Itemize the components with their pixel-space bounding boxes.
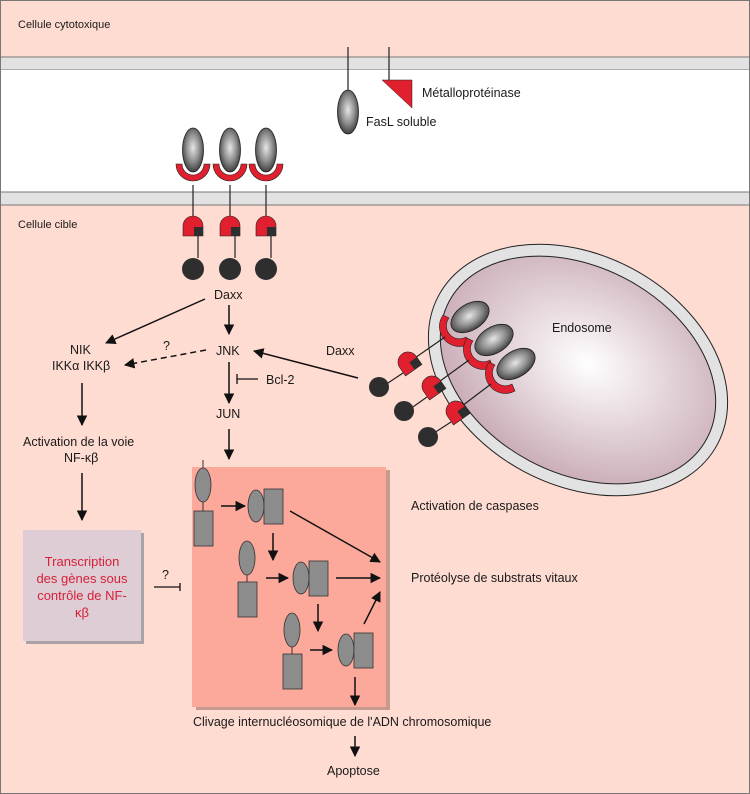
fadd-icon — [369, 377, 389, 397]
question-mark-jnk-ikk: ? — [163, 339, 170, 353]
dna-cleavage-label: Clivage internucléosomique de l'ADN chro… — [193, 715, 491, 729]
bcl2-label: Bcl-2 — [266, 373, 295, 387]
fasl-soluble-label: FasL soluble — [366, 115, 436, 129]
death-domain-icon — [445, 400, 471, 426]
jun-label: JUN — [216, 407, 240, 421]
fadd-icon — [394, 401, 414, 421]
fadd-icon — [219, 258, 241, 280]
receptor-binding-domain-icon — [485, 361, 516, 394]
endosomal-receptor — [369, 300, 490, 397]
synaptic-space — [0, 70, 750, 192]
endosome-label: Endosome — [552, 321, 612, 335]
fadd-icon — [182, 258, 204, 280]
cytotoxic-membrane — [0, 56, 750, 71]
jnk-label: JNK — [216, 344, 240, 358]
endosome — [427, 243, 729, 497]
transcription-text-3: contrôle de NF- — [37, 588, 127, 603]
apoptosis-label: Apoptose — [327, 764, 380, 778]
active-caspase-1 — [247, 488, 284, 525]
metalloproteinase-label: Métalloprotéinase — [422, 86, 521, 100]
fas-receptor — [212, 127, 248, 280]
fas-receptor — [248, 127, 284, 280]
arrow-endosome-to-jnk — [252, 348, 359, 379]
procaspase-1 — [193, 460, 214, 547]
nik-label: NIK — [70, 343, 92, 357]
death-domain-icon — [255, 215, 277, 237]
transcription-text-4: κβ — [75, 605, 89, 620]
death-domain-icon — [421, 375, 447, 401]
death-domain-icon — [182, 215, 204, 237]
death-domain-icon — [219, 215, 241, 237]
fasl-ligand-icon — [450, 300, 490, 334]
region-label-cytotoxic-cell: Cellule cytotoxique — [18, 19, 110, 31]
fas-receptor — [175, 127, 211, 280]
fadd-icon — [255, 258, 277, 280]
endosomal-receptor — [418, 347, 536, 447]
fasl-ligand-icon — [474, 323, 514, 357]
arrow-daxx-to-nik — [105, 298, 206, 344]
fadd-icon — [418, 427, 438, 447]
endosomal-receptor — [394, 323, 514, 421]
procaspase-3 — [282, 612, 303, 690]
fas-receptor-trimer — [175, 127, 284, 280]
endosomal-receptors — [369, 300, 536, 447]
active-caspase-3 — [337, 632, 374, 669]
fasl-ligand-icon — [182, 127, 204, 173]
transcription-box — [23, 530, 141, 641]
procaspase-2 — [237, 540, 258, 618]
region-label-target-cell: Cellule cible — [18, 219, 77, 231]
daxx-endosome-label: Daxx — [326, 344, 355, 358]
dashed-arrow-jnk-to-ikk — [123, 349, 207, 369]
nfkb-activation-label-2: NF-κβ — [64, 451, 98, 465]
nfkb-activation-label-1: Activation de la voie — [23, 435, 134, 449]
proteolysis-label: Protéolyse de substrats vitaux — [411, 571, 578, 585]
target-membrane — [0, 191, 750, 206]
caspase-activation-label: Activation de caspases — [411, 499, 539, 513]
question-mark-transcription: ? — [162, 568, 169, 582]
daxx-label: Daxx — [214, 288, 243, 302]
fasl-ligand-icon — [496, 347, 536, 381]
death-domain-icon — [397, 351, 423, 377]
fasl-ligand-icon — [219, 127, 241, 173]
active-caspase-2 — [292, 560, 329, 597]
ikk-label: IKKα IKKβ — [52, 359, 110, 373]
soluble-fasl-icon — [337, 89, 359, 135]
fasl-ligand-icon — [255, 127, 277, 173]
transcription-text-1: Transcription — [45, 554, 120, 569]
metalloproteinase-icon — [381, 79, 413, 109]
transcription-text-2: des gènes sous — [36, 571, 128, 586]
